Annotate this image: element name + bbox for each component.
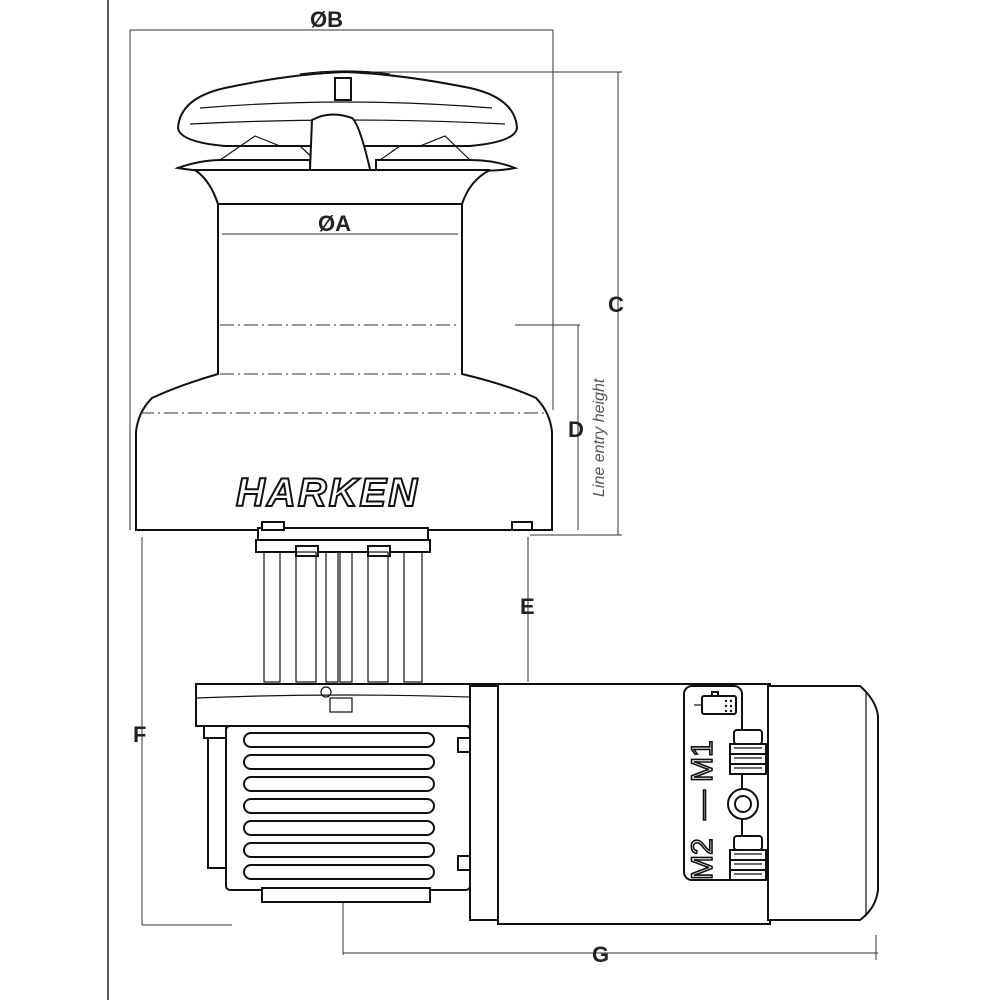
- terminal-m1-label: M1: [686, 740, 719, 782]
- dim-b-label: ØB: [310, 7, 343, 32]
- terminal-stud-m2: [729, 835, 767, 881]
- dim-a-label: ØA: [318, 211, 351, 236]
- dim-d-label: D: [568, 417, 584, 442]
- terminal-dash-label: —: [686, 790, 719, 820]
- dimension-f: F: [133, 537, 232, 926]
- dim-g-label: G: [592, 942, 609, 967]
- winch-drum: ØA HARKEN: [135, 203, 553, 537]
- dimension-b: ØB: [129, 7, 554, 530]
- battery-icon: [694, 691, 737, 715]
- dimension-c: C: [345, 71, 624, 536]
- dim-c-label: C: [608, 292, 624, 317]
- electric-motor: [469, 683, 879, 925]
- line-entry-height-label: Line entry height: [591, 378, 608, 497]
- terminal-m2-label: M2: [686, 838, 719, 880]
- gearbox-housing: [207, 725, 473, 903]
- dim-f-label: F: [133, 722, 146, 747]
- ground-stud: [727, 788, 759, 820]
- cooling-slots: [243, 732, 435, 880]
- dimension-d: D Line entry height: [515, 324, 608, 530]
- terminal-panel: M1 — M2: [683, 685, 743, 881]
- drum-flare: [191, 169, 491, 205]
- harken-logo: HARKEN: [236, 471, 419, 515]
- dimension-e: E: [520, 537, 535, 682]
- dimension-g: G: [342, 900, 878, 967]
- terminal-stud-m1: [729, 729, 767, 775]
- dim-e-label: E: [520, 594, 535, 619]
